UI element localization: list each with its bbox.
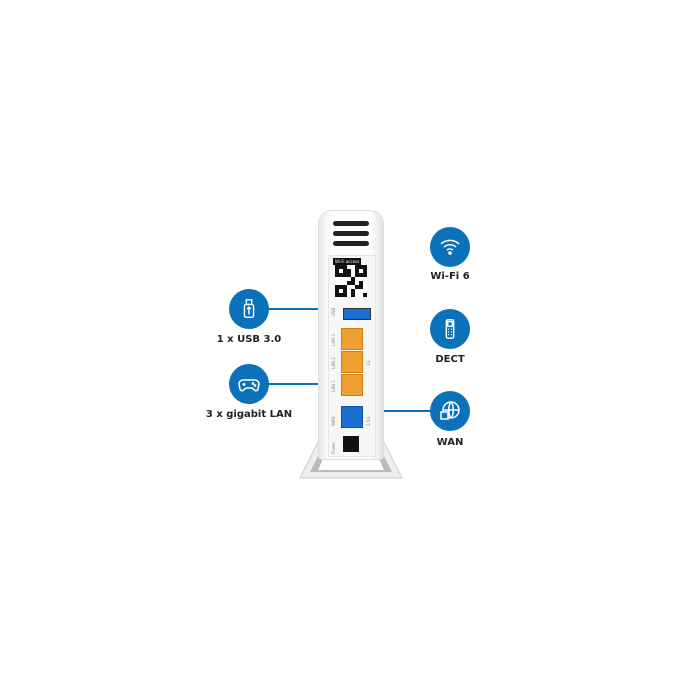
wifi-access-label: Wi-Fi access [333, 258, 362, 265]
dect-feature-label: DECT [435, 354, 465, 365]
lan1-port [341, 374, 363, 396]
lan-speed-label: 1G [366, 360, 371, 366]
vent-slot [333, 231, 369, 236]
lan3-port [341, 328, 363, 350]
lan1-port-label: LAN 1 [331, 380, 336, 392]
wifi-icon [440, 239, 460, 255]
vent-slot [333, 221, 369, 226]
cordless-phone-icon [445, 319, 455, 339]
wifi-feature-badge [430, 227, 470, 267]
port-panel: Wi-Fi access USB LAN 3 LAN 2 LAN 1 1G WA… [328, 255, 376, 457]
vent-slot [333, 241, 369, 246]
lan2-port [341, 351, 363, 373]
usb-feature-label: 1 x USB 3.0 [216, 334, 282, 345]
wan-feature-label: WAN [436, 437, 464, 448]
wifi-feature-label: Wi-Fi 6 [430, 271, 470, 282]
lan-connector-line [268, 383, 320, 385]
dect-feature-badge [430, 309, 470, 349]
wan-connector-line [382, 410, 432, 412]
lan-feature-badge [229, 364, 269, 404]
qr-code [335, 265, 367, 297]
usb-port [343, 308, 371, 320]
lan-feature-label: 3 x gigabit LAN [205, 409, 293, 420]
usb-port-label: USB [331, 307, 336, 316]
lan2-port-label: LAN 2 [331, 357, 336, 369]
globe-icon [440, 401, 460, 420]
router-device: Wi-Fi access USB LAN 3 LAN 2 LAN 1 1G WA… [318, 210, 384, 460]
wan-port [341, 406, 363, 428]
wan-feature-badge [430, 391, 470, 431]
power-port-label: Power [331, 441, 336, 454]
lan3-port-label: LAN 3 [331, 334, 336, 346]
wan-port-label: WAN [331, 416, 336, 426]
gamepad-icon [238, 379, 260, 392]
usb-stick-icon [243, 299, 255, 318]
usb-feature-badge [229, 289, 269, 329]
power-port [343, 436, 359, 452]
wan-speed-label: 2.5G [366, 416, 371, 426]
usb-connector-line [268, 308, 320, 310]
